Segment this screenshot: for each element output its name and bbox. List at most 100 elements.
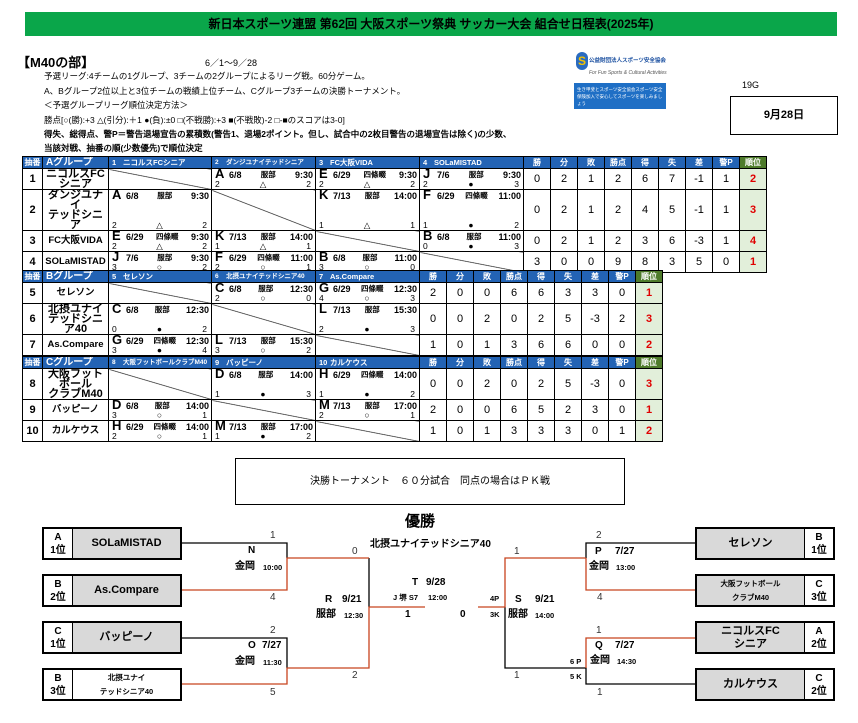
match-venue: 四條畷 — [361, 284, 384, 293]
bracket-team-name: As.Compare — [72, 576, 180, 605]
match-venue: 四條畷 — [257, 253, 280, 262]
match-date: 6/8 — [126, 305, 139, 315]
match-time: 11:00 — [394, 253, 417, 263]
match-time: 17:00 — [393, 401, 417, 411]
score-opponent: 1 — [410, 220, 415, 230]
match-t-time: 12:00 — [428, 593, 448, 602]
match-code: E — [112, 230, 121, 243]
logo-banner: 生き甲斐とスポーツ安全協会スポーツ安全保険加入で安心してスポーツを楽しみましょう — [574, 83, 666, 109]
seed-label: B 3位 — [44, 670, 72, 699]
match-code: G — [319, 282, 330, 295]
match-date: 6/8 — [229, 284, 242, 294]
match-venue: 服部 — [260, 422, 276, 431]
match-time: 14:00 — [185, 401, 209, 411]
match-time: 11:00 — [290, 253, 313, 263]
team-number: 3 — [319, 157, 324, 167]
champion-team: 北摂ユナイテッドシニア40 — [370, 539, 491, 550]
match-code: K — [319, 189, 329, 202]
match-o-venue: 金岡 — [235, 656, 255, 667]
score-opponent: 2 — [410, 389, 415, 399]
match-time: 14:00 — [393, 370, 417, 380]
self-match-cell — [211, 303, 316, 335]
champion-heading: 優勝 — [405, 513, 436, 530]
bracket-line-o-top — [180, 637, 288, 668]
bracket-winner-line-o — [180, 606, 425, 685]
score-own: 3 — [215, 345, 220, 355]
match-code: M — [319, 399, 330, 412]
score-opponent: 3 — [306, 389, 311, 399]
match-date: 7/13 — [229, 422, 247, 432]
match-code: H — [112, 420, 122, 433]
result-symbol: ○ — [364, 410, 370, 420]
match-time: 12:30 — [185, 305, 209, 315]
stat-cell: 5 — [554, 368, 582, 400]
rank-cell: 3 — [739, 189, 767, 231]
bracket-team-name: ニコルスFC シニア — [697, 623, 805, 652]
stat-cell: 1 — [608, 420, 636, 442]
draw-number-header: 抽番 — [22, 356, 43, 369]
match-s-date: 9/21 — [535, 594, 555, 605]
bracket-team-name: バッピーノ — [72, 623, 180, 652]
stat-header: 勝点 — [604, 156, 632, 169]
rule-text: 予選リーグ:4チームの1グループ、3チームの2グループによるリーグ戦。60分ゲー… — [44, 71, 370, 81]
stat-header: 分 — [446, 356, 474, 369]
match-score: 1●3 — [215, 390, 311, 399]
stat-header: 得 — [527, 270, 555, 283]
match-date: 6/29 — [437, 191, 455, 201]
match-code: K — [215, 230, 225, 243]
result-symbol: ● — [364, 324, 370, 334]
team-number: 10 — [319, 357, 328, 367]
match-date: 6/8 — [126, 191, 139, 201]
result-symbol: ● — [156, 324, 163, 334]
match-venue: 服部 — [258, 370, 274, 379]
seed-label: A 2位 — [805, 623, 833, 652]
stat-cell: 0 — [446, 303, 474, 335]
stat-cell: 3 — [658, 251, 686, 273]
pk-s-top: 4P — [490, 594, 500, 603]
match-venue: 服部 — [157, 191, 173, 200]
match-date: 6/29 — [126, 422, 144, 432]
match-code: A — [215, 168, 225, 181]
team-name: 北摂ユナイ テッドシニア40 — [42, 303, 109, 335]
date-box: 9月28日 — [730, 96, 838, 135]
match-score: 2○1 — [215, 263, 311, 272]
match-date: 7/13 — [229, 232, 247, 242]
score-own: 3 — [112, 410, 117, 420]
match-time: 11:00 — [498, 232, 521, 242]
team-name: 大阪フットボール クラブM40 — [42, 368, 109, 400]
match-q-venue: 金岡 — [590, 655, 610, 666]
team-name: 大阪フットボールクラブM40 — [123, 358, 208, 366]
bracket-team-left: B 3位北摂ユナイ テッドシニア40 — [42, 668, 182, 701]
logo-line: For Fun Sports & Cultural Activities — [589, 70, 667, 76]
match-venue: 四條畷 — [156, 232, 179, 241]
match-score: 2●3 — [319, 325, 415, 334]
bracket-line-n-top — [180, 542, 288, 558]
seed-label: C 1位 — [44, 623, 72, 652]
bracket-team-name: 北摂ユナイ テッドシニア40 — [72, 670, 180, 699]
match-venue: 服部 — [260, 170, 276, 179]
score-opponent: 1 — [306, 262, 311, 272]
match-s-venue: 服部 — [508, 609, 528, 620]
match-code: C — [112, 303, 122, 316]
match-code: J — [112, 251, 120, 264]
pk-s-bottom: 3K — [490, 610, 500, 619]
score-own: 1 — [319, 389, 324, 399]
score-own: 2 — [215, 262, 220, 272]
seed-label: C 3位 — [805, 576, 833, 605]
bracket-team-name: SOLaMISTAD — [72, 529, 180, 558]
